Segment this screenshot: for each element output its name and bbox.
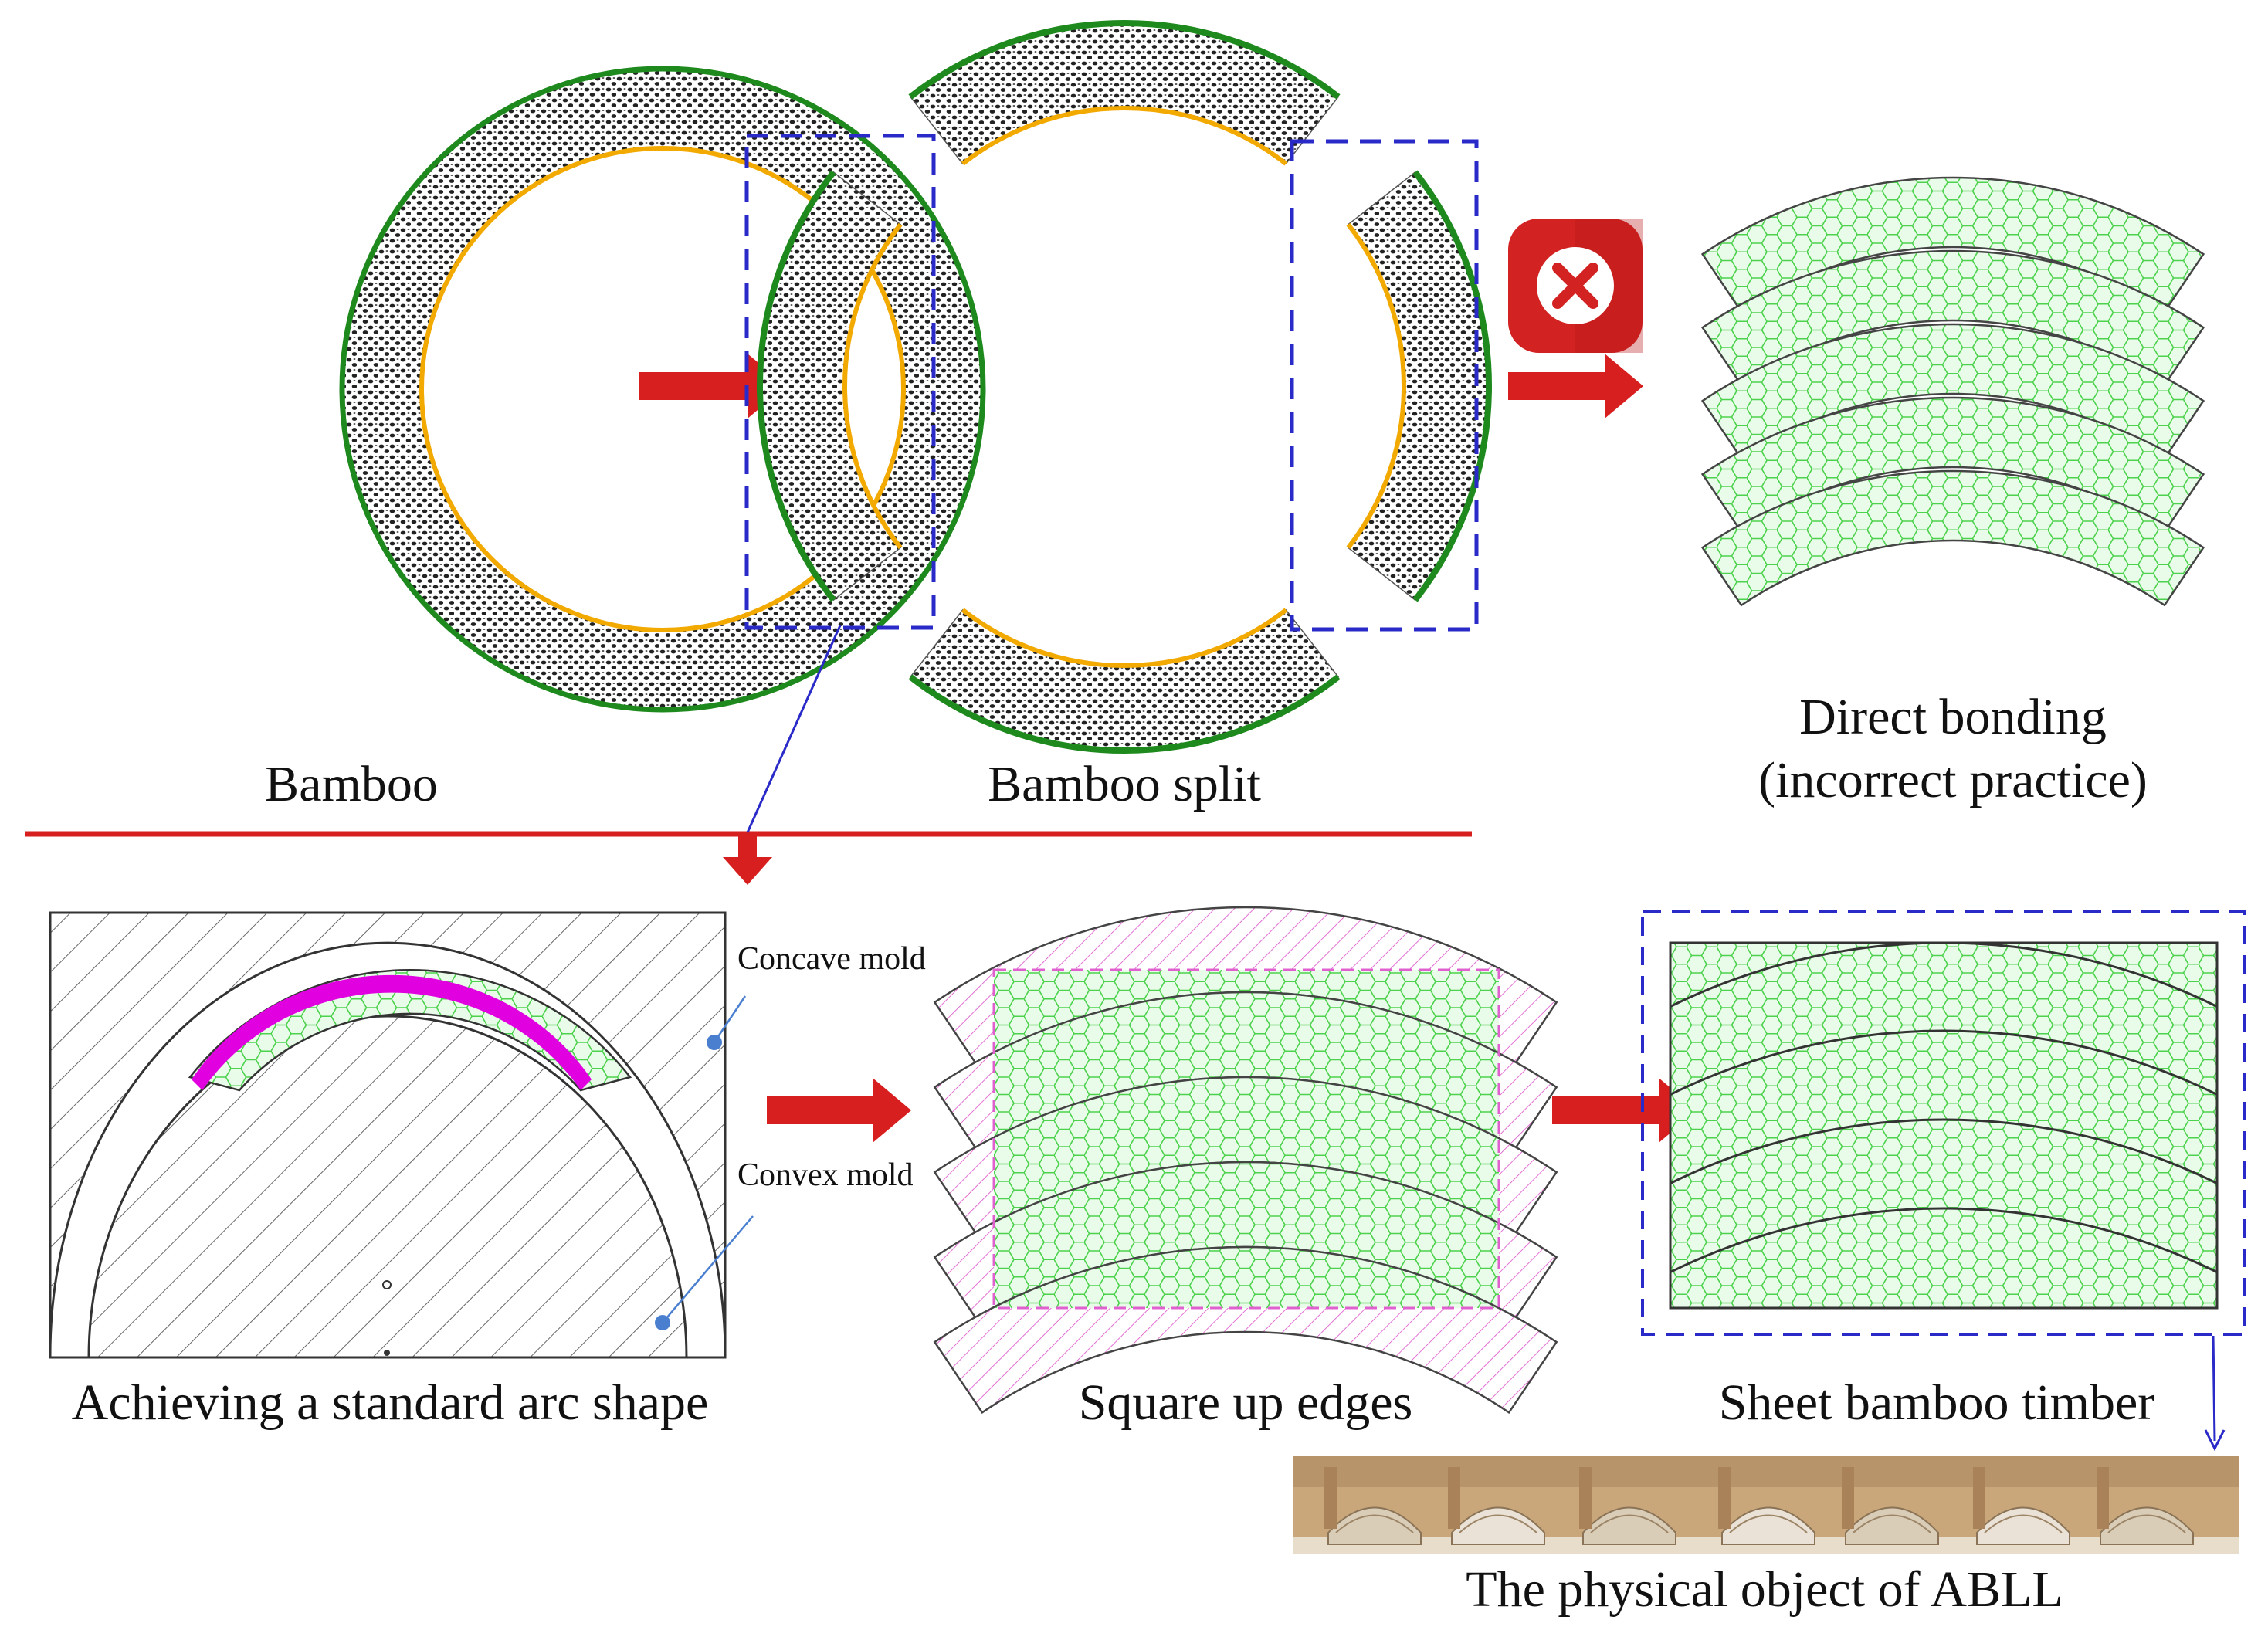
arrow-down-to-molding: [723, 835, 772, 885]
split-piece-bottom: [908, 608, 1341, 754]
caption-bamboo-split: Bamboo split: [988, 756, 1261, 812]
split-piece-top: [908, 19, 1341, 166]
bonded-strip: [1700, 396, 2205, 534]
bonded-strip: [1700, 323, 2205, 460]
detail-leader-line: [746, 625, 842, 833]
convex-mold: [87, 1015, 688, 1359]
concave-leader: [713, 995, 747, 1043]
split-piece-left: [757, 170, 903, 602]
arrow-to-square-up: [767, 1078, 911, 1143]
arrow-to-direct-bonding: [1508, 354, 1643, 419]
caption-sheet-timber: Sheet bamboo timber: [1719, 1374, 2155, 1431]
dashed-box-right: [1290, 139, 1479, 632]
lamina-boundary: [1670, 1118, 2217, 1185]
trim-boundary: [992, 968, 1500, 1310]
label-convex-mold: Convex mold: [737, 1157, 914, 1193]
caption-standard-arc: Achieving a standard arc shape: [72, 1374, 709, 1431]
sheet-bamboo-timber: [1669, 941, 2219, 1310]
bamboo-outer-skin: [339, 66, 986, 713]
split-piece-right: [1346, 170, 1492, 602]
abll-photo: [1293, 1456, 2239, 1554]
bamboo-cross-section: [339, 66, 986, 713]
close-icon: [1552, 263, 1598, 309]
sheet-board: [1669, 941, 2219, 1310]
arrow-to-split: [639, 354, 786, 419]
bamboo-split-pieces: [757, 19, 1492, 754]
square-up-stack: [933, 906, 1558, 1415]
caption-square-up: Square up edges: [1079, 1374, 1413, 1431]
bonded-strip: [1700, 469, 2205, 607]
caption-physical-object: The physical object of ABLL: [1466, 1561, 2063, 1618]
lamina-boundary: [1670, 1029, 2217, 1096]
caption-direct-bonding-line1: Direct bonding: [1799, 689, 2107, 745]
convex-leader: [662, 1215, 754, 1323]
reject-badge: [1508, 219, 1643, 353]
bamboo-inner-skin: [419, 146, 906, 632]
dashed-box-sheet: [1641, 910, 2246, 1336]
laminated-strip: [994, 1245, 1499, 1308]
photo-leader-line: [2212, 1335, 2216, 1442]
arrow-to-sheet: [1552, 1078, 1697, 1143]
direct-bonding-stack: [1700, 176, 2205, 607]
caption-bamboo: Bamboo: [265, 756, 438, 812]
glue-layer: [192, 974, 592, 1090]
lamina-boundary: [1670, 943, 2217, 1008]
label-concave-mold: Concave mold: [737, 941, 926, 977]
bonded-strip: [1700, 249, 2205, 387]
bonded-strip: [1700, 176, 2205, 313]
molding-diagram: [49, 911, 754, 1359]
caption-direct-bonding-line2: (incorrect practice): [1758, 752, 2148, 808]
lamina-boundary: [1670, 1207, 2217, 1274]
